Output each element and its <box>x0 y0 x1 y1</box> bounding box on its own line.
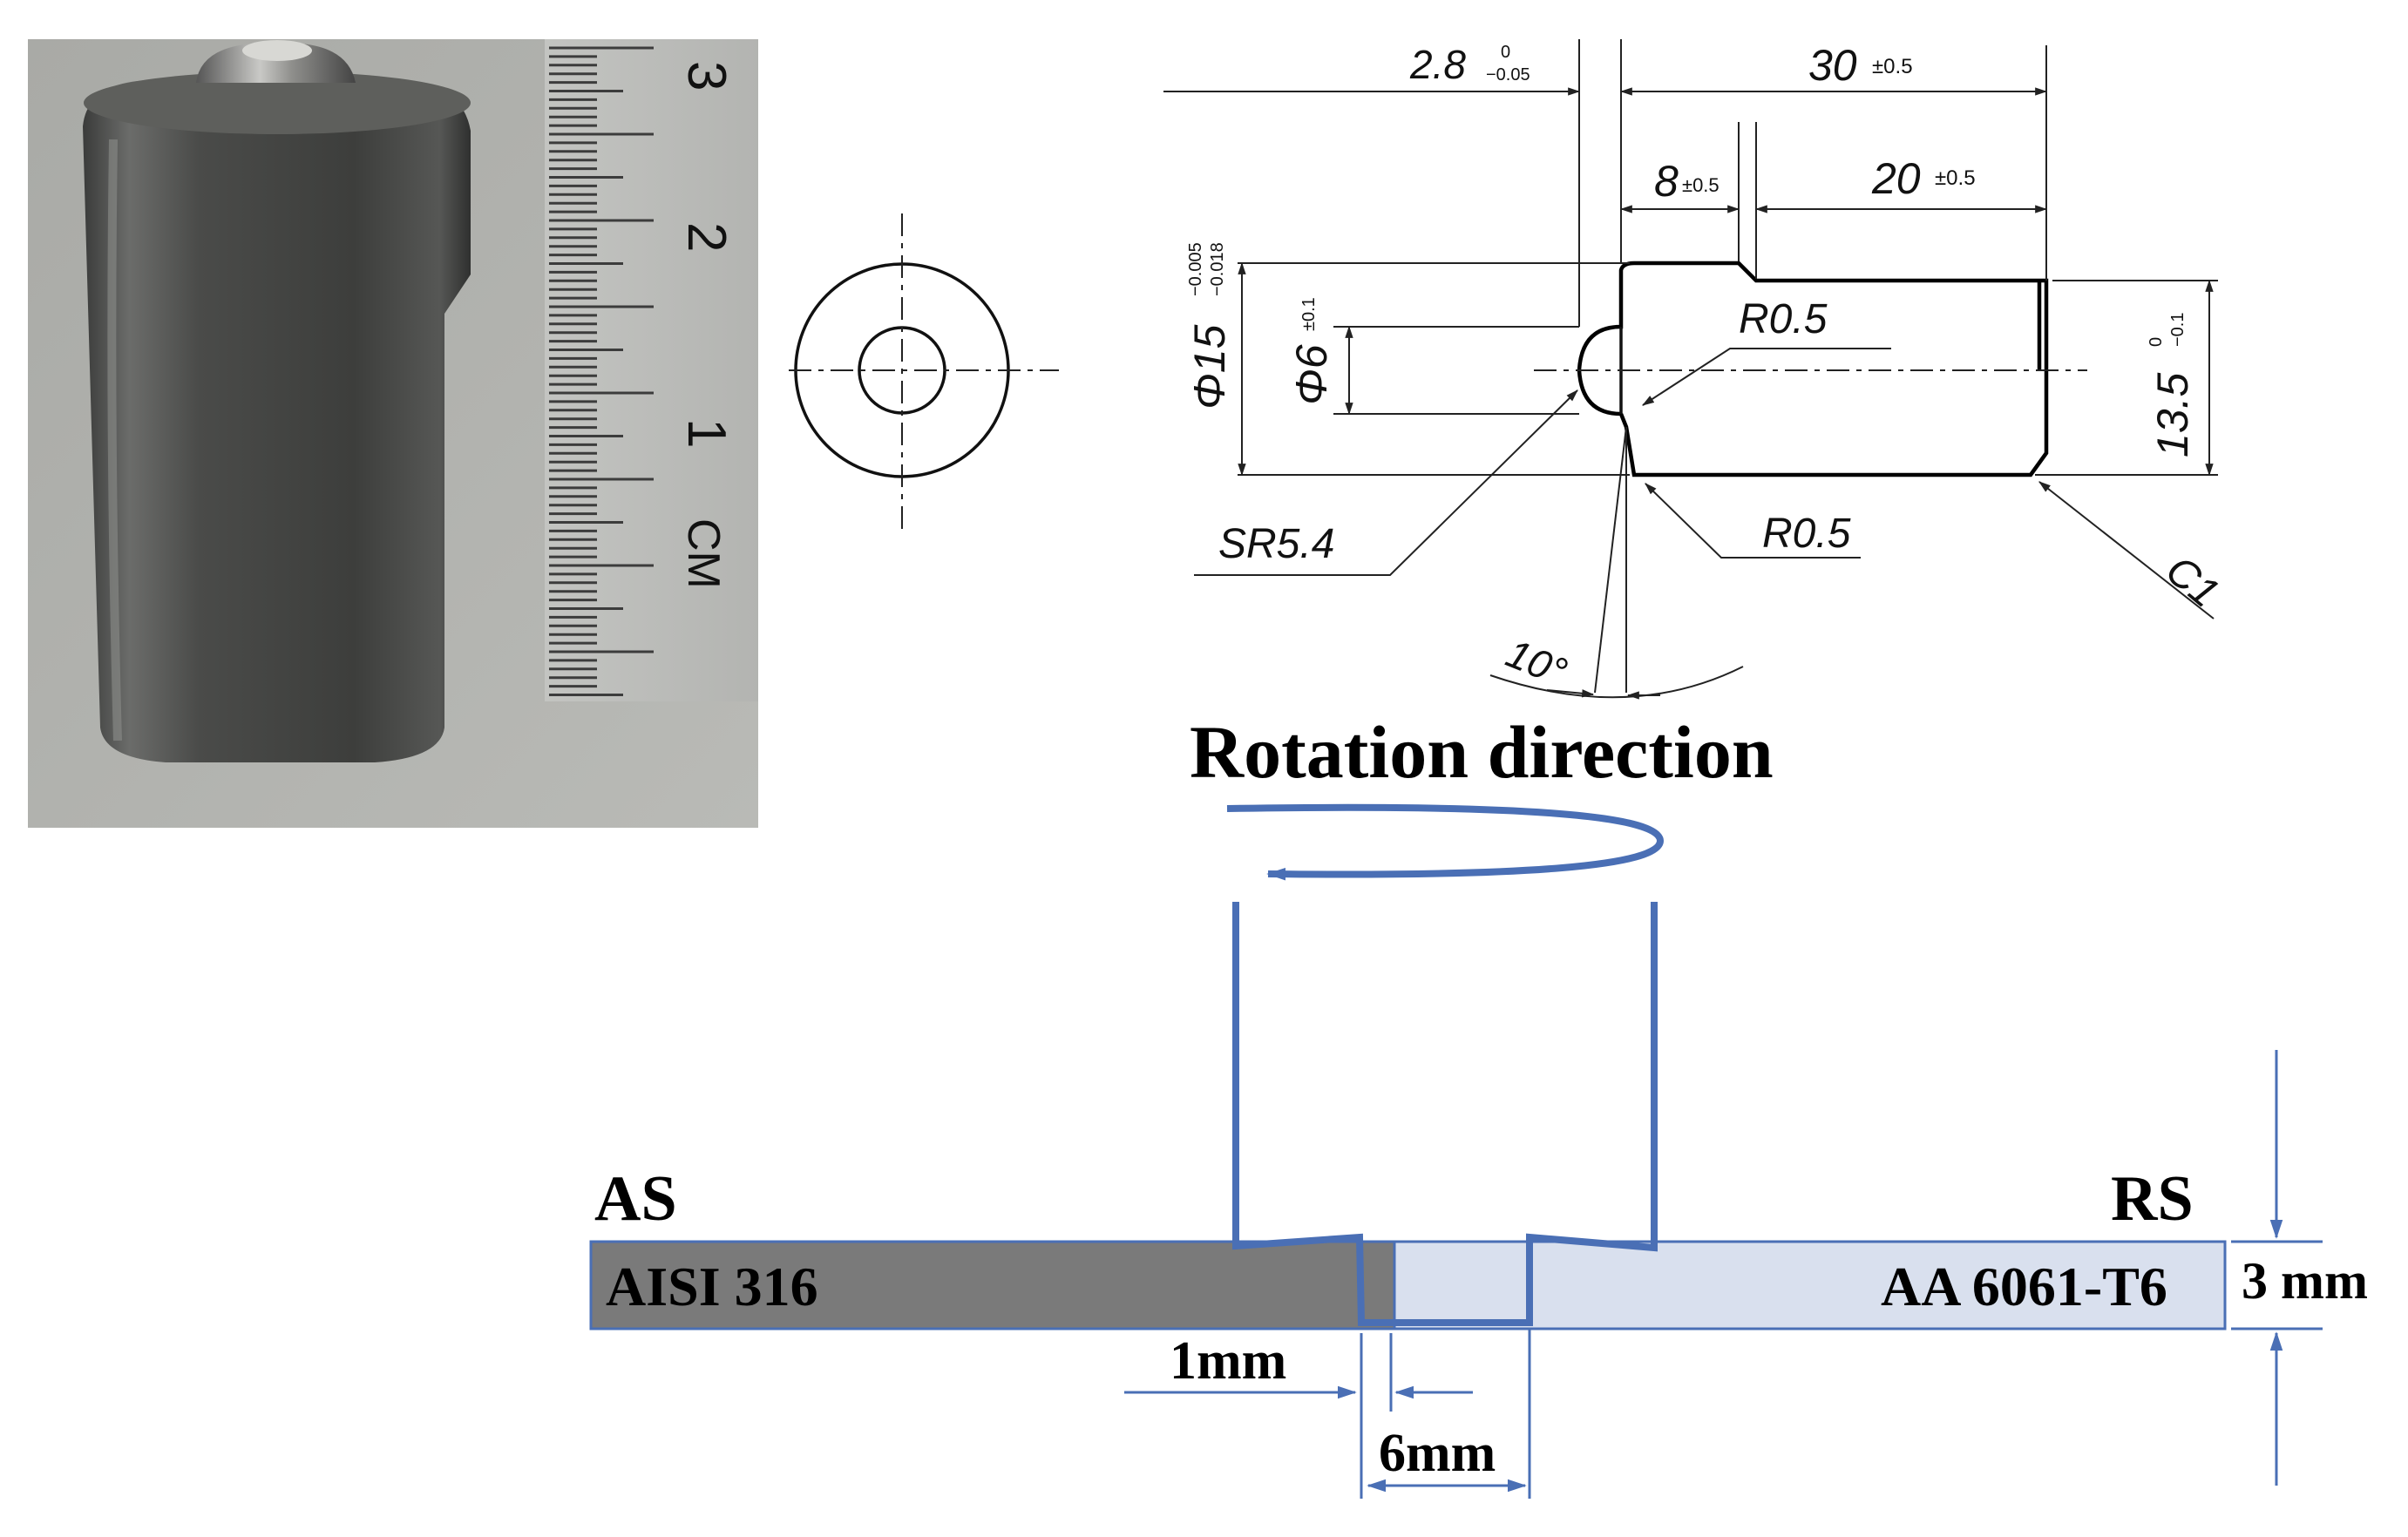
ruler-ticks <box>549 46 654 696</box>
angle-label: 10° <box>1500 630 1573 694</box>
dim-collar-value: 2.8 <box>1409 42 1466 87</box>
thickness-label: 3 mm <box>2242 1252 2368 1310</box>
chamfer-label: C1 <box>2157 547 2228 617</box>
dia-body-value: 13.5 <box>2148 372 2197 457</box>
tool-profile-outline <box>1577 261 2049 477</box>
sphere-radius-label: SR5.4 <box>1218 521 1334 567</box>
dia-shoulder-tol-lower: −0.018 <box>1208 242 1227 296</box>
material-right-label: AA 6061-T6 <box>1881 1256 2167 1317</box>
offset-label: 1mm <box>1170 1331 1286 1391</box>
dia-shoulder-value: Φ15 <box>1185 324 1234 410</box>
weld-schematic: Rotation direction AS RS AISI 316 AA 606… <box>589 710 2368 1499</box>
ruler-unit-label: CM <box>678 518 729 589</box>
end-view <box>789 213 1059 532</box>
ruler-number-3: 3 <box>676 61 736 91</box>
retreating-side-label: RS <box>2111 1163 2194 1235</box>
pin-width-label: 6mm <box>1379 1424 1496 1483</box>
dia-shoulder-tol-upper: −0.005 <box>1186 242 1205 296</box>
dim-neck-tol: ±0.5 <box>1682 174 1720 196</box>
ruler-number-1: 1 <box>676 418 736 448</box>
tool-shoulder-outline <box>1232 902 1658 1326</box>
rotation-direction-label: Rotation direction <box>1190 710 1774 794</box>
tool-technical-drawing: 2.8 0 −0.05 30 ±0.5 8 ±0.5 20 ±0.5 Φ15 −… <box>1163 39 2228 700</box>
dim-total-tol: ±0.5 <box>1872 55 1913 78</box>
dim-neck-value: 8 <box>1654 157 1679 206</box>
dim-collar-tol-upper: 0 <box>1501 43 1510 62</box>
tool-cylinder <box>83 40 471 762</box>
dim-collar-tol-lower: −0.05 <box>1486 65 1530 85</box>
dim-body-value: 20 <box>1871 154 1921 203</box>
advancing-side-label: AS <box>594 1163 677 1235</box>
material-left-label: AISI 316 <box>606 1256 818 1317</box>
radius-bottom-label: R0.5 <box>1762 511 1851 557</box>
dia-body-tol-lower: −0.1 <box>2168 313 2188 347</box>
dia-body-tol-upper: 0 <box>2147 337 2166 347</box>
dia-pin-value: Φ6 <box>1287 344 1336 405</box>
radius-top-label: R0.5 <box>1739 296 1828 342</box>
ruler-number-2: 2 <box>676 222 736 252</box>
dim-total-value: 30 <box>1808 41 1857 90</box>
tool-photo: 3 2 1 CM <box>28 39 758 828</box>
dia-pin-tol: ±0.1 <box>1299 297 1319 331</box>
dim-body-tol: ±0.5 <box>1935 166 1976 190</box>
ruler: 3 2 1 CM <box>545 39 758 701</box>
rotation-arrow <box>1226 803 1665 881</box>
